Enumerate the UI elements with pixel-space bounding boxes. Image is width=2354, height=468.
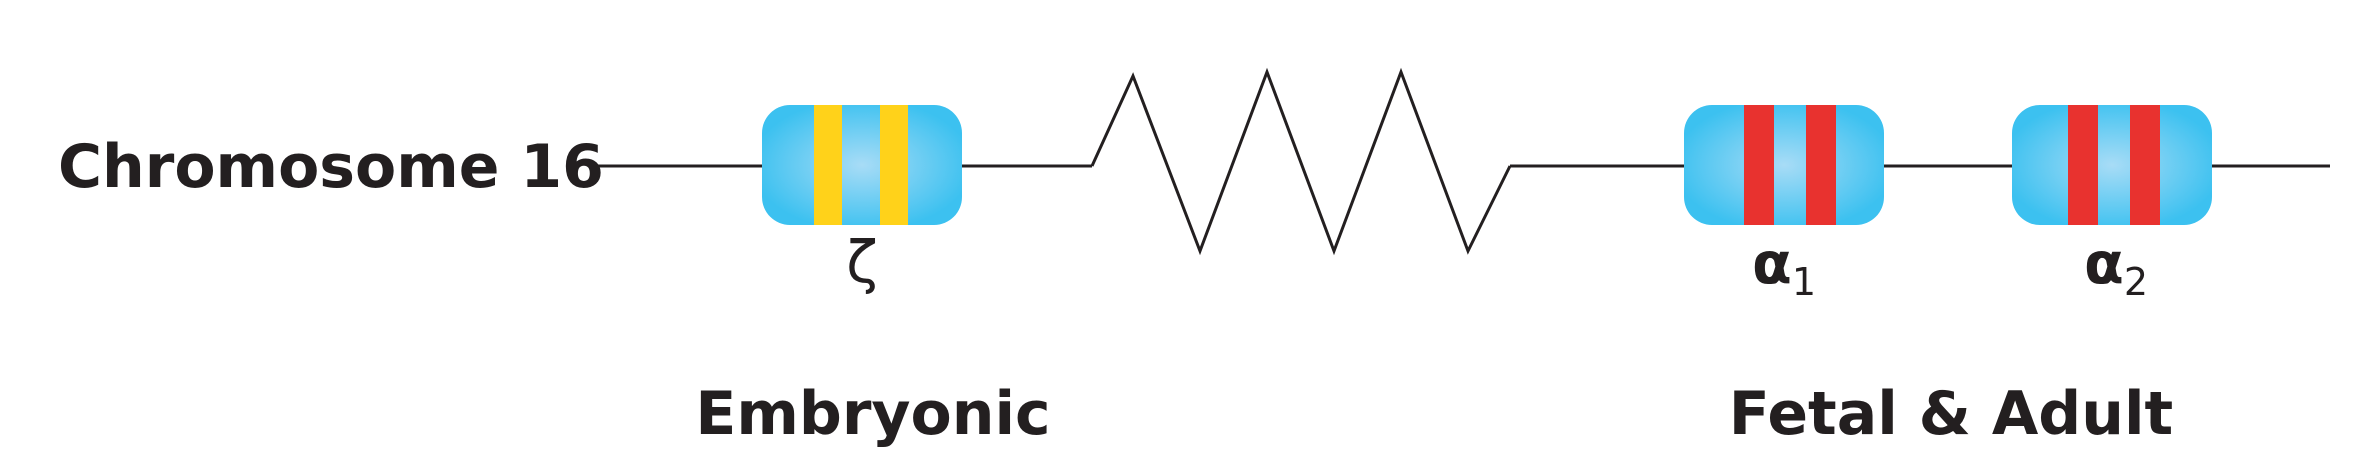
gene-alpha2 — [2012, 105, 2212, 225]
chromosome-break — [1090, 67, 1512, 256]
gene-body — [762, 105, 962, 225]
gene-symbol: α — [1752, 229, 1792, 297]
gene-zeta — [762, 105, 962, 225]
gene-alpha1 — [1684, 105, 1884, 225]
gene-subscript: 1 — [1792, 260, 1816, 304]
gene-symbol: ζ — [846, 228, 878, 296]
gene-band — [880, 105, 908, 225]
gene-label-zeta: ζ — [846, 228, 878, 296]
gene-band — [1806, 105, 1836, 225]
gene-label-alpha1: α1 — [1752, 229, 1816, 304]
chromosome-label: Chromosome 16 — [58, 132, 604, 202]
gene-band — [814, 105, 842, 225]
chromosome-line — [598, 67, 2330, 256]
gene-band — [2068, 105, 2098, 225]
group-label-fetal-adult: Fetal & Adult — [1729, 379, 2173, 449]
gene-label-alpha2: α2 — [2084, 229, 2148, 304]
gene-body — [1684, 105, 1884, 225]
gene-body — [2012, 105, 2212, 225]
gene-band — [1744, 105, 1774, 225]
gene-symbol: α — [2084, 229, 2124, 297]
gene-subscript: 2 — [2124, 260, 2148, 304]
group-label-embryonic: Embryonic — [695, 379, 1050, 449]
gene-band — [2130, 105, 2160, 225]
